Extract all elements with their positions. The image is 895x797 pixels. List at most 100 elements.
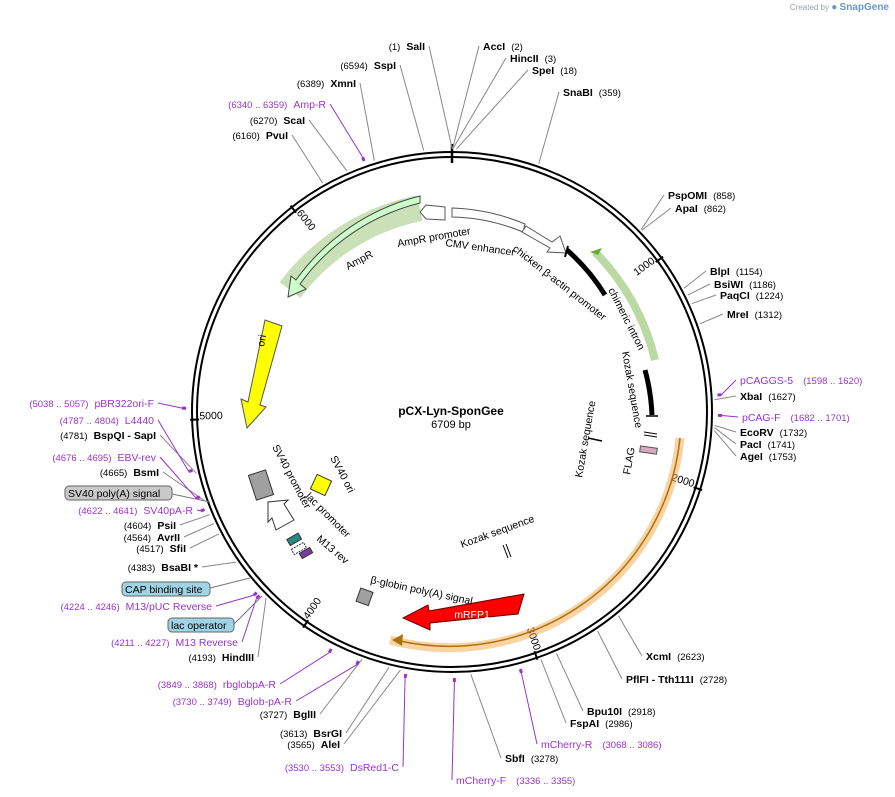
ampr-promoter-arrow[interactable] bbox=[419, 204, 446, 221]
primer-site[interactable]: (3849 .. 3868)rbglobpA-R bbox=[158, 648, 333, 691]
enzyme-site[interactable]: (6160)PvuI bbox=[232, 130, 324, 184]
m13-rev-box[interactable] bbox=[298, 546, 314, 560]
primer-mark bbox=[403, 673, 408, 679]
kozak-bar-right[interactable] bbox=[642, 369, 655, 416]
tick-mark bbox=[693, 486, 703, 491]
primer-leader-line bbox=[721, 414, 739, 418]
restriction-sites[interactable]: (1)SalI AccI(2)HincII(3)SpeI(18) SnaBI(359… bbox=[60, 41, 807, 765]
feature-label-cmv-enhancer: CMV enhancer bbox=[445, 237, 517, 259]
enzyme-label: XbaI(1627) bbox=[740, 391, 796, 403]
enzyme-leader-line bbox=[538, 91, 560, 164]
enzyme-label: (4781)BspQI - SapI bbox=[60, 430, 156, 442]
enzyme-label: SpeI(18) bbox=[532, 65, 577, 77]
enzyme-label: PflFI - Tth111I(2728) bbox=[626, 674, 727, 686]
feature-label-ori: ori bbox=[255, 334, 269, 348]
lac-operator-box[interactable] bbox=[286, 532, 303, 547]
enzyme-site[interactable]: SnaBI(359) bbox=[538, 87, 621, 164]
enzyme-label: (6160)PvuI bbox=[232, 130, 288, 142]
enzyme-site[interactable]: (4665)BsmI bbox=[100, 467, 205, 501]
primer-leader-line bbox=[520, 672, 538, 745]
enzyme-site[interactable]: (3565)AleI bbox=[287, 669, 401, 751]
enzyme-label: (6594)SspI bbox=[340, 60, 396, 72]
enzyme-site[interactable]: (6594)SspI bbox=[340, 60, 425, 151]
enzyme-site[interactable]: AgeI(1753) bbox=[713, 430, 796, 463]
primer-site[interactable]: (3730 .. 3749)Bglob-pA-R bbox=[173, 660, 360, 708]
boxed-label-cap-binding-site[interactable]: CAP binding site bbox=[121, 577, 251, 597]
ampr-arrow[interactable] bbox=[287, 195, 421, 298]
boxed-label-sv40-polya[interactable]: SV40 poly(A) signal bbox=[64, 485, 211, 503]
primer-site[interactable]: mCherry-R(3068 .. 3086) bbox=[518, 668, 662, 751]
ori-arrow[interactable] bbox=[240, 319, 283, 430]
primer-mark bbox=[252, 591, 258, 597]
enzyme-site[interactable]: BsiWI(1186) bbox=[687, 279, 776, 296]
primer-site[interactable]: pCAG-F(1682 .. 1701) bbox=[717, 412, 850, 424]
beta-globin-polya-box[interactable] bbox=[355, 587, 374, 607]
enzyme-site[interactable]: PacI(1741) bbox=[714, 427, 796, 451]
primer-site[interactable]: (6340 .. 6359)Amp-R bbox=[228, 99, 366, 162]
chicken-beta-actin-promoter-bar[interactable] bbox=[565, 248, 608, 297]
enzyme-label: MreI(1312) bbox=[727, 309, 782, 321]
primer-label: (6340 .. 6359)Amp-R bbox=[228, 99, 326, 111]
feature-label-kozak-right: Kozak sequence bbox=[619, 350, 644, 429]
primer-label: (3530 .. 3553)DsRed1-C bbox=[285, 762, 400, 774]
enzyme-leader-line bbox=[452, 57, 507, 150]
enzyme-site[interactable]: FspAI(2986) bbox=[540, 659, 633, 730]
enzyme-site[interactable]: SbfI(3278) bbox=[470, 674, 558, 765]
cap-site-box[interactable] bbox=[290, 541, 308, 556]
enzyme-site[interactable]: SpeI(18) bbox=[456, 65, 577, 150]
enzyme-label: (3727)BglII bbox=[260, 709, 316, 721]
enzyme-label: SbfI(3278) bbox=[505, 753, 558, 765]
cba-promoter-arrow[interactable] bbox=[521, 225, 567, 254]
sv40-ori-box[interactable] bbox=[309, 473, 333, 497]
primer-sites[interactable]: pCAGGS-5(1598 .. 1620) pCAG-F(1682 .. 170… bbox=[29, 99, 862, 787]
enzyme-site[interactable]: PspOMI(858) bbox=[640, 190, 735, 230]
enzyme-site[interactable]: (4564)AvrII bbox=[124, 523, 215, 544]
enzyme-leader-line bbox=[179, 514, 210, 526]
primer-site[interactable]: pCAGGS-5(1598 .. 1620) bbox=[717, 375, 862, 397]
primer-label: pCAG-F(1682 .. 1701) bbox=[742, 412, 850, 424]
primer-site[interactable]: (4676 .. 4695)EBV-rev bbox=[52, 452, 201, 500]
mrfp1-arrow[interactable] bbox=[401, 593, 525, 631]
enzyme-site[interactable]: ApaI(862) bbox=[641, 203, 726, 231]
enzyme-leader-line bbox=[257, 597, 267, 658]
lac-promoter-arrow[interactable] bbox=[267, 499, 295, 531]
primer-leader-line bbox=[159, 456, 197, 499]
enzyme-site[interactable]: XcmI(2623) bbox=[617, 615, 705, 663]
enzyme-site[interactable]: EcoRV(1732) bbox=[714, 425, 807, 439]
primer-site[interactable]: mCherry-F(3336 .. 3355) bbox=[451, 677, 575, 787]
primer-leader-line bbox=[215, 594, 254, 607]
primer-site[interactable]: (4787 .. 4804)L4440 bbox=[60, 415, 193, 473]
primer-site[interactable]: (4224 .. 4246)M13/pUC Reverse bbox=[60, 591, 258, 613]
primer-site[interactable]: (4211 .. 4227)M13 Reverse bbox=[111, 594, 261, 649]
enzyme-site[interactable]: MreI(1312) bbox=[699, 309, 782, 325]
sv40-promoter-box[interactable] bbox=[247, 469, 275, 501]
enzyme-site[interactable]: (6389)XmnI bbox=[297, 78, 375, 161]
enzyme-site[interactable]: AccI(2) bbox=[452, 41, 523, 150]
primer-site[interactable]: (3530 .. 3553)DsRed1-C bbox=[285, 673, 408, 774]
enzyme-site[interactable]: PaqCI(1224) bbox=[691, 290, 784, 305]
enzyme-site[interactable]: (1)SalI bbox=[389, 41, 453, 150]
enzyme-label: (1)SalI bbox=[389, 41, 425, 53]
enzyme-site[interactable]: Bpu10I(2918) bbox=[556, 653, 656, 718]
enzyme-site[interactable]: (4517)SfiI bbox=[136, 533, 220, 555]
flag-box[interactable] bbox=[639, 445, 658, 455]
primer-leader-line bbox=[196, 509, 201, 512]
enzyme-site[interactable]: PflFI - Tth111I(2728) bbox=[597, 630, 728, 686]
primer-site[interactable]: (5038 .. 5057)pBR322ori-F bbox=[29, 398, 187, 410]
primer-site[interactable]: (4622 .. 4641)SV40pA-R bbox=[78, 505, 206, 517]
enzyme-site[interactable]: (4383)BsaBI * bbox=[128, 561, 237, 574]
enzyme-site[interactable]: (6270)ScaI bbox=[250, 115, 348, 172]
boxed-label-lac-operator[interactable]: lac operator bbox=[167, 595, 263, 633]
enzyme-site[interactable]: (4193)HindIII bbox=[188, 597, 267, 664]
enzyme-site[interactable]: (4604)PsiI bbox=[124, 514, 210, 532]
enzyme-site[interactable]: HincII(3) bbox=[452, 53, 556, 150]
enzyme-leader-line bbox=[617, 615, 643, 657]
enzyme-site[interactable]: (3613)BsrGI bbox=[280, 667, 390, 740]
primer-label: (4676 .. 4695)EBV-rev bbox=[52, 452, 156, 464]
enzyme-label: (3613)BsrGI bbox=[280, 728, 342, 740]
enzyme-site[interactable]: (3727)BglII bbox=[260, 658, 363, 721]
enzyme-site[interactable]: BlpI(1154) bbox=[683, 266, 763, 289]
enzyme-site[interactable]: XbaI(1627) bbox=[714, 391, 796, 403]
mrfp1-label: mRFP1 bbox=[454, 609, 490, 621]
